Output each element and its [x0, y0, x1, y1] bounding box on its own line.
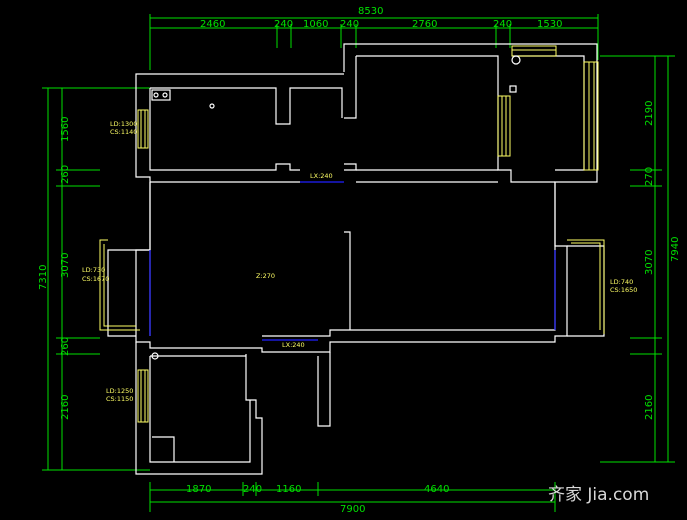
bottom-seg-2: 240: [243, 484, 262, 495]
top-seg-3: 1060: [303, 19, 328, 30]
bottom-left-ld: LD:1250: [106, 387, 133, 395]
left-seg-2: 260: [60, 165, 71, 184]
left-seg-4: 260: [60, 337, 71, 356]
right-total-label: 7940: [670, 237, 681, 262]
openings: [149, 181, 556, 341]
top-seg-1: 2460: [200, 19, 225, 30]
bottom-left-cs: CS:1150: [106, 395, 133, 403]
bottom-total-label: 7900: [340, 504, 365, 515]
ceiling-light-icon: [209, 103, 215, 109]
top-seg-6: 240: [493, 19, 512, 30]
top-seg-4: 240: [340, 19, 359, 30]
top-left-room-cs: CS:1140: [110, 128, 137, 136]
bottom-seg-4: 4640: [424, 484, 449, 495]
left-window-ld: LD:730: [82, 266, 105, 274]
top-seg-2: 240: [274, 19, 293, 30]
door-mid-label: LX:240: [282, 341, 305, 349]
left-seg-1: 1560: [60, 117, 71, 142]
left-seg-3: 3070: [60, 253, 71, 278]
windows: [99, 45, 605, 423]
right-seg-4: 2160: [644, 395, 655, 420]
bottom-seg-3: 1160: [276, 484, 301, 495]
top-total-label: 8530: [358, 6, 383, 17]
right-window-ld: LD:740: [610, 278, 633, 286]
left-dimension-chain: 7310 1560 260 3070 260 2160: [38, 87, 150, 471]
right-seg-2: 270: [644, 167, 655, 186]
door-top-label: LX:240: [310, 172, 333, 180]
top-left-room-ld: LD:1300: [110, 120, 137, 128]
top-dimension-chain: 8530 2460 240 1060 240 2760 240 1530: [149, 6, 599, 70]
watermark: 齐家 Jia.com: [548, 485, 649, 505]
top-seg-5: 2760: [412, 19, 437, 30]
right-seg-1: 2190: [644, 101, 655, 126]
right-seg-3: 3070: [644, 250, 655, 275]
top-seg-7: 1530: [537, 19, 562, 30]
bottom-seg-1: 1870: [186, 484, 211, 495]
right-dimension-chain: 7940 2190 270 3070 2160: [600, 55, 681, 463]
bottom-dimension-chain: 1870 240 1160 4640 7900: [149, 482, 556, 515]
right-window-cs: CS:1650: [610, 286, 637, 294]
fixtures: [151, 55, 521, 360]
walls: [107, 43, 605, 475]
left-window-cs: CS:1670: [82, 275, 109, 283]
annotations: LD:1300 CS:1140 LD:730 CS:1670 LD:740 CS…: [82, 120, 637, 403]
left-total-label: 7310: [38, 265, 49, 290]
ceiling-height-label: Z:270: [256, 272, 275, 280]
left-seg-5: 2160: [60, 395, 71, 420]
